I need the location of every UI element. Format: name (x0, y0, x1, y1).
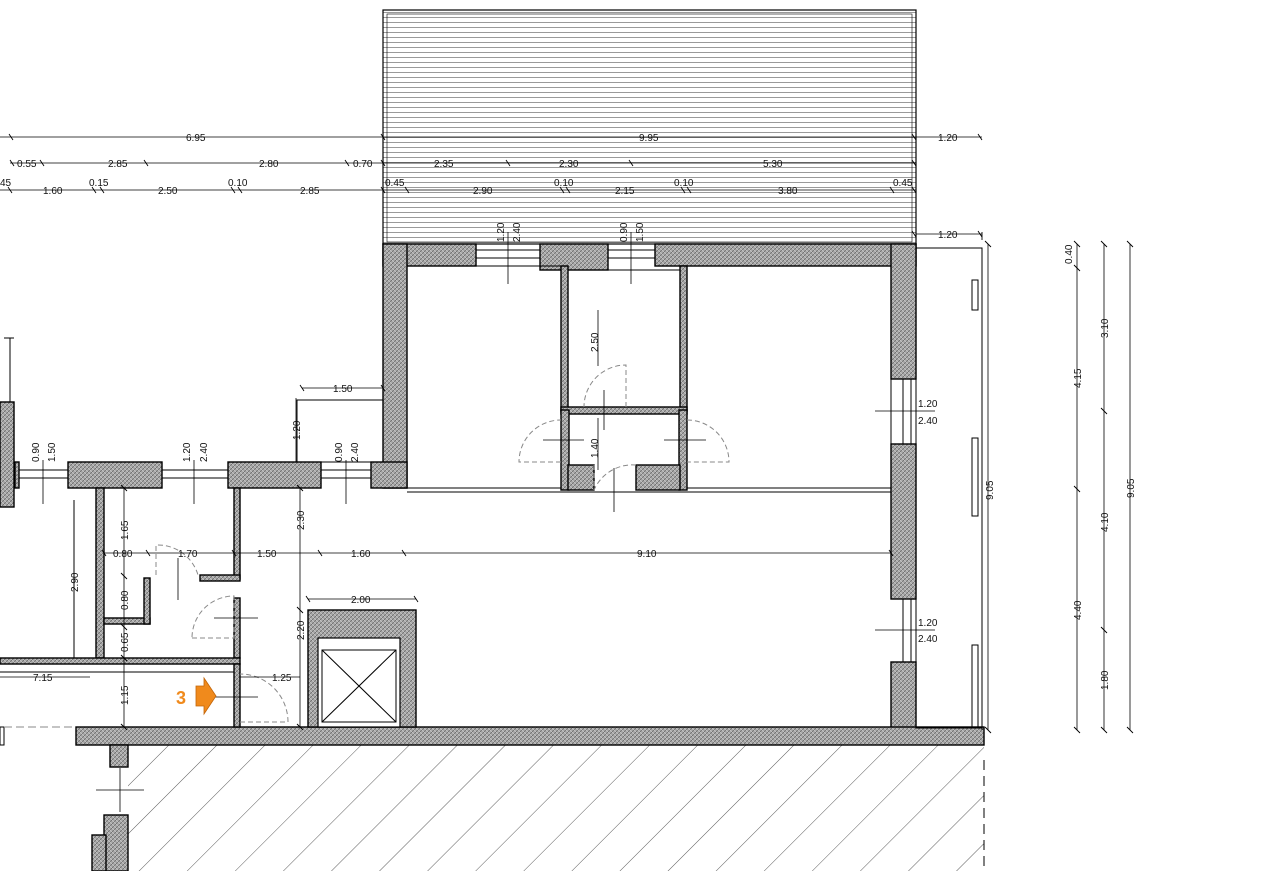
top-dimension-row-3: 45 1.60 0.15 2.50 0.10 2.85 0.45 2.90 0.… (0, 178, 916, 197)
entrance-arrow-icon (195, 676, 217, 716)
dim-label: 3.10 (1100, 318, 1111, 338)
dim-label: 2.15 (615, 186, 635, 197)
dim-label: 0.55 (17, 159, 37, 170)
dim-label: 2.30 (296, 510, 307, 530)
room-outlines (0, 247, 983, 746)
right-vertical-dim: 9.05 (984, 240, 996, 734)
dim-label: 1.60 (43, 186, 63, 197)
window-width-label: 1.20 (182, 442, 193, 462)
dim-label: 7.15 (33, 673, 53, 684)
dim-label: 9.05 (1126, 478, 1137, 498)
dim-label: 9.05 (985, 480, 996, 500)
dim-label: 1.20 (938, 230, 958, 241)
window-height-label: 2.40 (918, 416, 938, 427)
window-width-label: 0.90 (619, 222, 630, 242)
entrance-marker: 3 (176, 676, 217, 716)
dim-label: 2.90 (70, 572, 81, 592)
windows (18, 249, 979, 729)
window-height-label: 2.40 (918, 634, 938, 645)
dim-label: 3.80 (778, 186, 798, 197)
dim-label: 1.50 (333, 384, 353, 395)
dim-label: 1.60 (351, 549, 371, 560)
top-dimension-row-2: 0.55 2.85 2.80 0.70 2.35 2.30 5.30 (10, 159, 916, 170)
side-dimension-columns: 0.40 4.15 4.40 3.10 4.10 1.80 9.05 (1064, 240, 1137, 734)
dim-label: 0.45 (893, 178, 913, 189)
dim-label: 0.40 (1064, 244, 1075, 264)
window-height-label: 1.50 (47, 442, 58, 462)
dim-label: 5.30 (763, 159, 783, 170)
dim-label: 2.50 (158, 186, 178, 197)
dim-label: 2.00 (351, 595, 371, 606)
dim-label: 1.40 (590, 438, 601, 458)
window-height-label: 1.50 (635, 222, 646, 242)
dim-label: 0.45 (385, 178, 405, 189)
window-labels: 1.20 2.40 0.90 1.50 0.90 1.50 1.20 2.40 … (31, 222, 938, 645)
dim-label: 0.10 (554, 178, 574, 189)
dim-label: 1.65 (120, 520, 131, 540)
dim-label: 9.10 (637, 549, 657, 560)
window-width-label: 0.90 (31, 442, 42, 462)
dim-label: 1.15 (120, 685, 131, 705)
dim-label: 4.40 (1073, 600, 1084, 620)
dim-label: 1.50 (257, 549, 277, 560)
entrance-number: 3 (176, 688, 186, 708)
dim-label: 0.80 (120, 590, 131, 610)
door-swings (155, 364, 730, 723)
dim-label: 0.15 (89, 178, 109, 189)
top-ticks (7, 133, 983, 240)
dim-label: 2.90 (473, 186, 493, 197)
terrace (382, 9, 917, 245)
top-dimension-row-1: 6.95 9.95 1.20 1.20 (0, 133, 982, 241)
dim-label: 0.10 (228, 178, 248, 189)
dim-label: 1.25 (272, 673, 292, 684)
dim-label: 1.80 (1100, 670, 1111, 690)
horizontal-interior-dims: 0.80 1.70 1.50 1.60 9.10 (101, 549, 894, 560)
window-height-label: 2.40 (199, 442, 210, 462)
window-width-label: 1.20 (918, 399, 938, 410)
dim-label: 45 (0, 178, 12, 189)
dim-label: 2.80 (259, 159, 279, 170)
dim-label: 2.85 (108, 159, 128, 170)
dim-label: 2.30 (559, 159, 579, 170)
window-width-label: 0.90 (334, 442, 345, 462)
window-height-label: 2.40 (512, 222, 523, 242)
dim-label: 4.15 (1073, 368, 1084, 388)
dim-label: 2.20 (296, 620, 307, 640)
dim-label: 4.10 (1100, 512, 1111, 532)
window-width-label: 1.20 (918, 618, 938, 629)
window-height-label: 2.40 (350, 442, 361, 462)
dim-label: 0.65 (120, 632, 131, 652)
dim-label: 2.85 (300, 186, 320, 197)
dim-label: 9.95 (639, 133, 659, 144)
dim-label: 2.50 (590, 332, 601, 352)
interior-dims: 2.50 1.40 1.50 1.20 2.30 2.20 1.65 0.80 … (0, 310, 601, 731)
dim-label: 1.20 (938, 133, 958, 144)
dim-label: 6.95 (186, 133, 206, 144)
window-markers (42, 232, 935, 812)
dim-label: 0.70 (353, 159, 373, 170)
dim-label: 0.80 (113, 549, 133, 560)
dim-label: 1.20 (292, 420, 303, 440)
dim-label: 0.10 (674, 178, 694, 189)
dim-label: 1.70 (178, 549, 198, 560)
hatched-area (128, 745, 985, 871)
window-width-label: 1.20 (496, 222, 507, 242)
walls (0, 243, 985, 871)
dim-label: 2.35 (434, 159, 454, 170)
